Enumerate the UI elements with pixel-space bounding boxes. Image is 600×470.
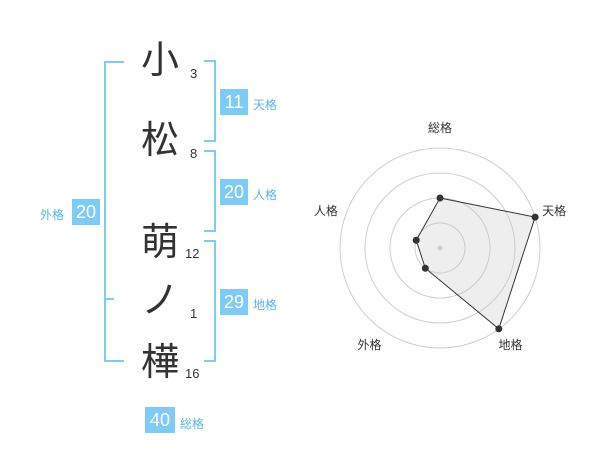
stroke-count-2: 8	[190, 146, 198, 161]
soukaku-value-badge: 40	[145, 407, 175, 433]
tenkaku-bracket	[204, 60, 216, 142]
radar-point	[531, 213, 539, 221]
radar-ring-3	[364, 172, 516, 324]
tenkaku-label: 天格	[253, 98, 278, 112]
radar-point	[495, 325, 503, 333]
radar-polygon	[415, 197, 536, 330]
tenkaku-value-badge: 11	[220, 89, 248, 115]
jinkaku-label: 人格	[253, 188, 278, 202]
name-char-2: 松	[140, 118, 179, 162]
name-char-5: 樺	[140, 340, 179, 384]
radar-point	[412, 236, 420, 244]
stroke-count-3: 12	[185, 246, 200, 261]
radar-ring-1	[414, 222, 466, 274]
radar-ring-4	[339, 147, 541, 349]
soukaku-label: 総格	[180, 417, 205, 431]
chikaku-bracket	[204, 240, 216, 362]
radar-axis-label: 総格	[428, 120, 452, 135]
name-char-1: 小	[140, 38, 179, 82]
stroke-count-4: 1	[190, 306, 198, 321]
gaikaku-bracket	[104, 61, 124, 362]
radar-axis-label: 地格	[499, 337, 523, 352]
radar-center-dot	[437, 245, 443, 251]
radar-axis-label: 人格	[314, 203, 338, 218]
gaikaku-label: 外格	[40, 208, 65, 222]
radar-point	[421, 264, 429, 272]
name-char-3: 萌	[140, 220, 179, 264]
gaikaku-value-badge: 20	[72, 199, 100, 225]
radar-axis-label: 外格	[357, 337, 381, 352]
stroke-count-1: 3	[190, 66, 198, 81]
jinkaku-bracket	[204, 150, 216, 232]
name-char-4: ノ	[140, 278, 179, 322]
chikaku-label: 地格	[253, 298, 278, 312]
radar-axis-label: 天格	[542, 203, 566, 218]
stroke-count-5: 16	[185, 366, 200, 381]
gaikaku-bracket-divider	[104, 298, 114, 300]
radar-data-shape	[412, 194, 539, 333]
chikaku-value-badge: 29	[220, 289, 248, 315]
radar-point	[436, 194, 444, 202]
jinkaku-value-badge: 20	[220, 179, 248, 205]
